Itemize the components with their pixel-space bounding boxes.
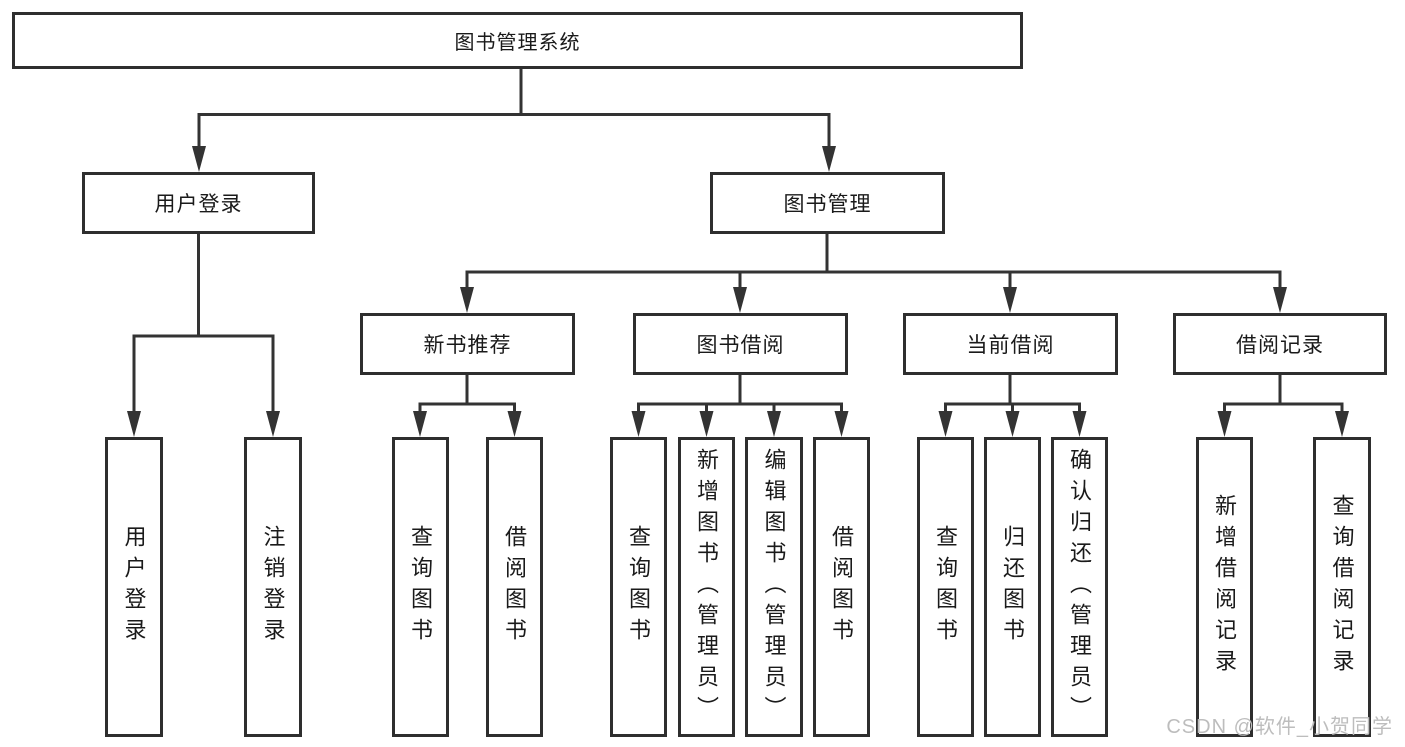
- node-new-book-recommend-label: 新书推荐: [423, 334, 512, 357]
- leaf-logout: 注销登录: [244, 437, 302, 737]
- node-book-management-label: 图书管理: [783, 193, 872, 216]
- leaf-current-confirm-return-admin-label: 确认归还（管理员）: [1067, 447, 1093, 727]
- node-root-system: 图书管理系统: [12, 12, 1023, 69]
- leaf-current-query-book: 查询图书: [917, 437, 974, 737]
- leaf-borrow-borrow-book: 借阅图书: [813, 437, 870, 737]
- leaf-current-query-book-label: 查询图书: [933, 525, 959, 649]
- leaf-recommend-borrow-book: 借阅图书: [486, 437, 543, 737]
- leaf-borrow-borrow-book-label: 借阅图书: [829, 525, 855, 649]
- node-current-borrow: 当前借阅: [903, 313, 1118, 375]
- node-new-book-recommend: 新书推荐: [360, 313, 575, 375]
- leaf-recommend-query-book-label: 查询图书: [408, 525, 434, 649]
- leaf-borrow-edit-book-admin: 编辑图书（管理员）: [745, 437, 803, 737]
- leaf-current-confirm-return-admin: 确认归还（管理员）: [1051, 437, 1108, 737]
- leaf-user-login-label: 用户登录: [121, 525, 147, 649]
- csdn-watermark: CSDN @软件_小贺同学: [1166, 716, 1393, 738]
- leaf-logout-label: 注销登录: [260, 525, 286, 649]
- leaf-records-add-record-label: 新增借阅记录: [1212, 494, 1238, 680]
- leaf-current-return-book-label: 归还图书: [1000, 525, 1026, 649]
- node-root-system-label: 图书管理系统: [454, 32, 581, 54]
- leaf-records-add-record: 新增借阅记录: [1196, 437, 1253, 737]
- leaf-recommend-query-book: 查询图书: [392, 437, 449, 737]
- node-user-login: 用户登录: [82, 172, 315, 234]
- leaf-records-query-record-label: 查询借阅记录: [1329, 494, 1355, 680]
- leaf-borrow-edit-book-admin-label: 编辑图书（管理员）: [761, 447, 787, 727]
- node-book-borrow: 图书借阅: [633, 313, 848, 375]
- leaf-current-return-book: 归还图书: [984, 437, 1041, 737]
- node-book-borrow-label: 图书借阅: [696, 334, 785, 357]
- node-current-borrow-label: 当前借阅: [966, 334, 1055, 357]
- leaf-records-query-record: 查询借阅记录: [1313, 437, 1371, 737]
- leaf-borrow-query-book-label: 查询图书: [626, 525, 652, 649]
- node-user-login-label: 用户登录: [154, 193, 243, 216]
- node-borrow-records: 借阅记录: [1173, 313, 1387, 375]
- leaf-borrow-add-book-admin: 新增图书（管理员）: [678, 437, 735, 737]
- leaf-borrow-add-book-admin-label: 新增图书（管理员）: [694, 447, 720, 727]
- leaf-user-login: 用户登录: [105, 437, 163, 737]
- leaf-borrow-query-book: 查询图书: [610, 437, 667, 737]
- node-book-management: 图书管理: [710, 172, 945, 234]
- leaf-recommend-borrow-book-label: 借阅图书: [502, 525, 528, 649]
- node-borrow-records-label: 借阅记录: [1236, 334, 1324, 357]
